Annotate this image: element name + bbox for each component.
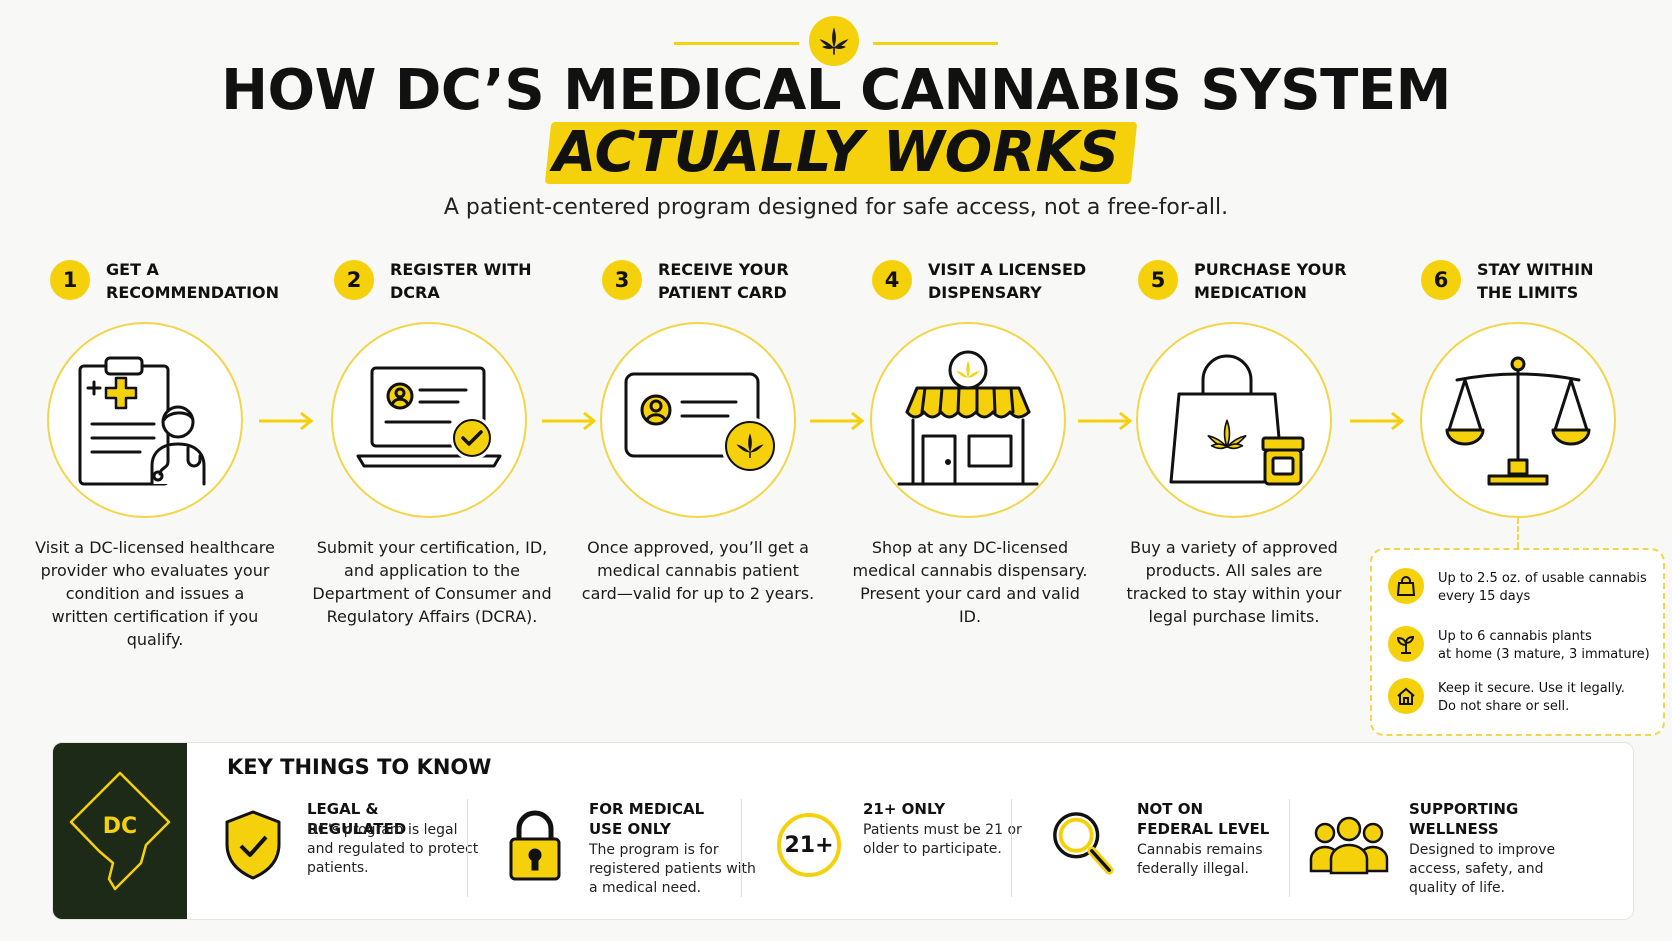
laptop-registration-icon: [356, 366, 502, 468]
dispensary-storefront-icon: [897, 350, 1039, 486]
scales-icon: [1445, 356, 1591, 486]
arrow-right-icon: [259, 411, 314, 431]
step-title: PURCHASE YOUR MEDICATION: [1194, 260, 1347, 302]
key-item-body: DC’s program is legal and regulated to p…: [307, 822, 479, 876]
limit-line: every 15 days: [1438, 589, 1531, 604]
step-number: 6: [1421, 260, 1461, 300]
step-3-illustration: [600, 322, 796, 518]
key-divider: [467, 799, 468, 897]
step-number: 1: [50, 260, 90, 300]
step-number: 4: [872, 260, 912, 300]
shopping-bag-icon: [1169, 354, 1305, 486]
bag-icon: [1388, 568, 1424, 604]
key-divider: [1011, 799, 1012, 897]
header-divider-right: [873, 42, 998, 45]
arrow-right-icon: [810, 411, 865, 431]
dc-label: DC: [103, 814, 137, 839]
doctor-clipboard-icon: [78, 356, 206, 486]
page-subtitle: A patient-centered program designed for …: [443, 195, 1229, 220]
step-3-description: Once approved, you’ll get a medical cann…: [581, 538, 815, 603]
dc-map-icon: DC: [69, 771, 171, 891]
age-21-badge: 21+: [777, 813, 841, 877]
shield-check-icon: [219, 805, 287, 885]
step-title: RECEIVE YOUR PATIENT CARD: [658, 260, 789, 302]
limit-line: Keep it secure. Use it legally.: [1438, 681, 1625, 696]
limits-connector: [1517, 518, 1519, 548]
people-icon: [1309, 805, 1389, 885]
step-number: 5: [1138, 260, 1178, 300]
step-6-illustration: [1420, 322, 1616, 518]
page-title-highlight: ACTUALLY WORKS: [552, 120, 1120, 185]
lock-icon: [501, 805, 569, 885]
home-icon: [1388, 678, 1424, 714]
cannabis-leaf-icon: [809, 16, 859, 66]
age-21-icon: 21+: [775, 805, 843, 885]
step-2-illustration: [331, 322, 527, 518]
step-1-illustration: [47, 322, 243, 518]
key-item-heading: NOT ON FEDERAL LEVEL: [1137, 800, 1270, 838]
key-item-heading: SUPPORTING WELLNESS: [1409, 800, 1519, 838]
limit-line: Up to 2.5 oz. of usable cannabis: [1438, 571, 1647, 586]
arrow-right-icon: [1078, 411, 1133, 431]
limit-text: Up to 6 cannabis plants at home (3 mature…: [1438, 628, 1658, 664]
step-title: STAY WITHIN THE LIMITS: [1477, 260, 1594, 302]
step-4-description: Shop at any DC-licensed medical cannabis…: [852, 538, 1088, 626]
arrow-right-icon: [542, 411, 597, 431]
key-item-body: Patients must be 21 or older to particip…: [863, 822, 1022, 857]
key-item-body: The program is for registered patients w…: [589, 842, 756, 896]
limits-panel: Up to 2.5 oz. of usable cannabis every 15…: [1370, 548, 1665, 736]
key-item-heading: FOR MEDICAL USE ONLY: [589, 800, 705, 838]
magnifier-icon: [1049, 805, 1117, 885]
limit-line: Do not share or sell.: [1438, 699, 1570, 714]
key-things-panel: DC KEY THINGS TO KNOW LEGAL & REGULATED …: [52, 742, 1634, 920]
dc-badge: DC: [53, 743, 187, 919]
page-title: HOW DC’S MEDICAL CANNABIS SYSTEM: [221, 58, 1451, 123]
limit-line: at home (3 mature, 3 immature): [1438, 647, 1650, 662]
key-item-heading: 21+ ONLY: [863, 800, 946, 818]
step-1-description: Visit a DC-licensed healthcare provider …: [35, 538, 275, 649]
step-number: 2: [334, 260, 374, 300]
step-title: REGISTER WITH DCRA: [390, 260, 532, 302]
plant-icon: [1388, 626, 1424, 662]
limit-text: Keep it secure. Use it legally. Do not sh…: [1438, 680, 1658, 716]
step-title: GET A RECOMMENDATION: [106, 260, 280, 302]
key-item-body: Designed to improve access, safety, and …: [1409, 842, 1556, 896]
step-title: VISIT A LICENSED DISPENSARY: [928, 260, 1087, 302]
arrow-right-icon: [1350, 411, 1405, 431]
patient-card-icon: [624, 372, 778, 475]
step-5-illustration: [1136, 322, 1332, 518]
step-number: 3: [602, 260, 642, 300]
header-divider-left: [674, 42, 799, 45]
key-divider: [1289, 799, 1290, 897]
key-item-heading: LEGAL & REGULATED: [307, 800, 407, 838]
key-divider: [741, 799, 742, 897]
limit-line: Up to 6 cannabis plants: [1438, 629, 1592, 644]
key-things-title: KEY THINGS TO KNOW: [227, 755, 492, 779]
limit-text: Up to 2.5 oz. of usable cannabis every 15…: [1438, 570, 1658, 606]
step-4-illustration: [870, 322, 1066, 518]
key-item-body: Cannabis remains federally illegal.: [1137, 842, 1263, 877]
step-5-description: Buy a variety of approved products. All …: [1126, 538, 1342, 626]
step-2-description: Submit your certification, ID, and appli…: [312, 538, 552, 626]
